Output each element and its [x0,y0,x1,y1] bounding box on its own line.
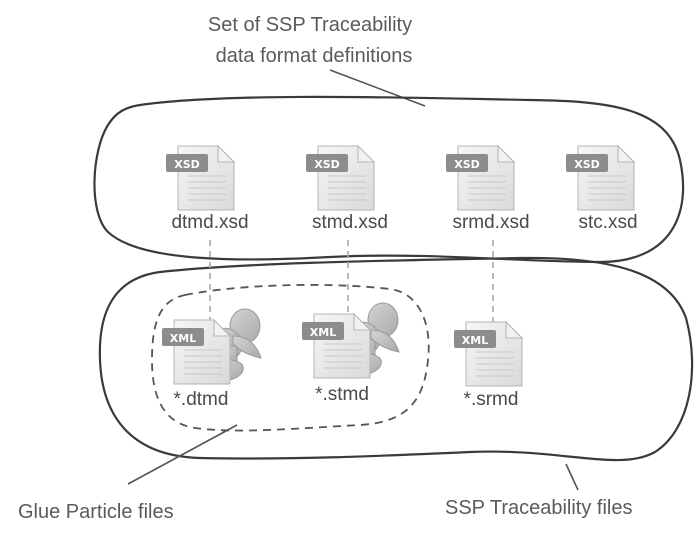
file-type-tag: XML [462,334,488,347]
definitions-label-line-2: data format definitions [216,45,413,67]
file-type-tag: XSD [314,158,340,171]
ssp-traceability-files-label: SSP Traceability files [445,497,633,519]
glue-particle-outline [151,284,430,432]
xml-file-icon: XML [302,312,372,379]
file-type-tag: XML [310,326,336,339]
definitions-label-line-1: Set of SSP Traceability [208,14,412,36]
file-type-tag: XSD [174,158,200,171]
data-file-name: *.srmd [464,389,519,410]
schema-file-name: srmd.xsd [452,212,529,233]
schema-set-outline [93,95,685,264]
xsd-file-icon: XSD [306,144,376,211]
data-file-name: *.dtmd [174,389,229,410]
data-file-name: *.stmd [315,384,369,405]
xml-file-icon: XML [454,320,524,387]
glue-particle-files-label: Glue Particle files [18,501,174,523]
traceability-files-leader-line [565,463,579,491]
schema-file-name: stc.xsd [578,212,637,233]
file-type-tag: XML [170,332,196,345]
schema-file-name: stmd.xsd [312,212,388,233]
xsd-file-icon: XSD [566,144,636,211]
file-type-tag: XSD [454,158,480,171]
glue-particle-leader-line [127,424,238,485]
xsd-file-icon: XSD [166,144,236,211]
schema-file-name: dtmd.xsd [171,212,248,233]
definitions-leader-line [329,69,426,107]
xsd-file-icon: XSD [446,144,516,211]
file-type-tag: XSD [574,158,600,171]
xml-file-icon: XML [162,318,232,385]
traceability-files-outline [98,256,694,462]
